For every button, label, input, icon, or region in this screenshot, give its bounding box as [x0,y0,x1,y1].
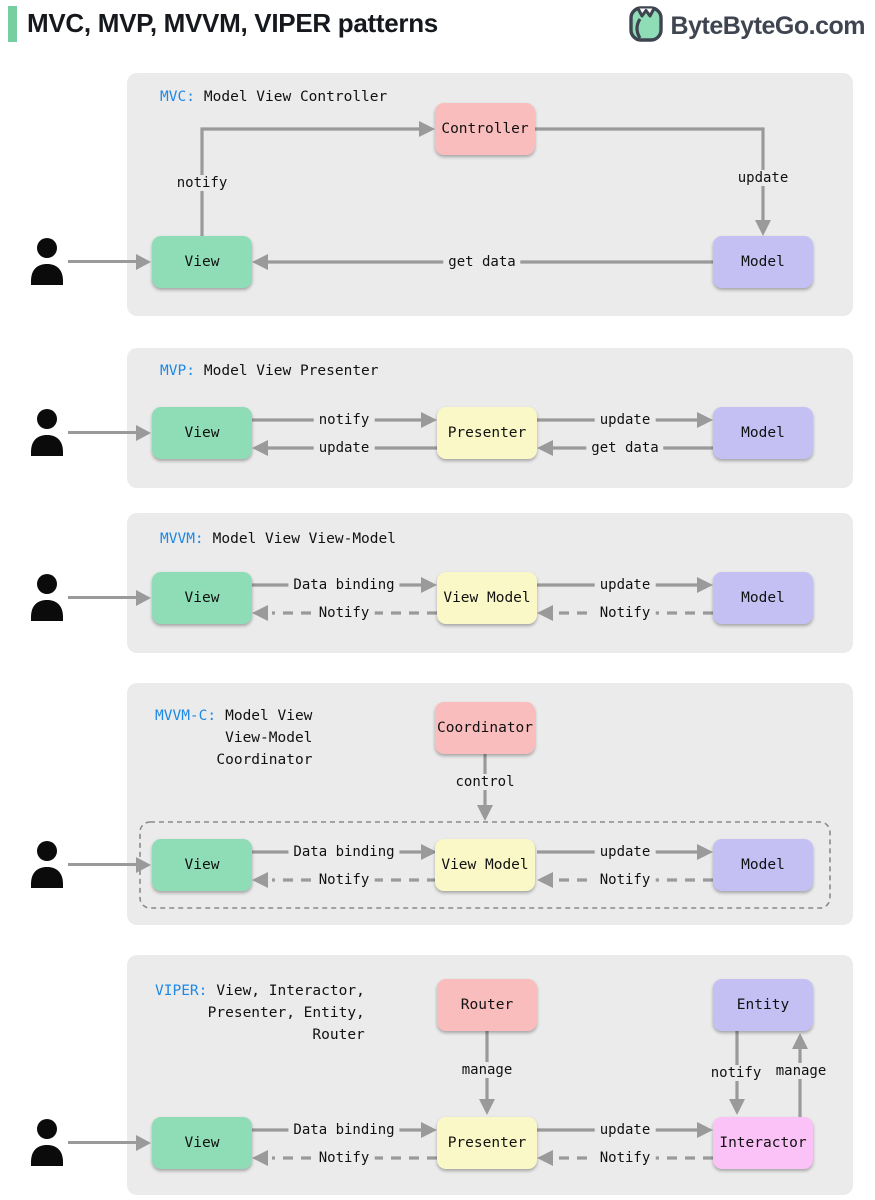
label-update: update [594,1122,656,1138]
label-notify: Notify [594,1150,656,1166]
section-title-mvc: MVC: Model View Controller [160,89,387,105]
user-arrow-line [68,431,136,435]
label-notify: Notify [594,872,656,888]
label-manage: manage [770,1063,832,1079]
user-arrow-head [136,425,151,441]
panel-mvvm: MVVM: Model View View-Model View View Mo… [127,513,853,653]
pattern-name-line2: View-Model [225,730,313,746]
label-get-data: get data [586,440,664,456]
pattern-name: Model View View-Model [212,531,396,547]
user-icon [28,237,66,287]
box-entity: Entity [713,979,813,1031]
user-arrow-line [68,863,136,867]
pattern-name-line3: Coordinator [216,752,313,768]
box-interactor: Interactor [713,1117,813,1169]
label-manage: manage [456,1062,518,1078]
label-notify: notify [171,175,233,191]
user-arrow-head [136,1135,151,1151]
pattern-abbr: VIPER: [155,983,208,999]
user-icon [28,408,66,458]
box-view-model: View Model [435,839,535,891]
label-notify: notify [705,1065,767,1081]
user-icon [28,840,66,890]
label-update: update [594,412,656,428]
panel-mvvmc: MVVM-C: Model View View-Model Coordinato… [127,683,853,925]
user-arrow-head [136,857,151,873]
pattern-name-line3: Router [312,1027,365,1043]
label-data-binding: Data binding [288,1122,400,1138]
label-notify: Notify [313,872,375,888]
box-view: View [152,407,252,459]
pattern-name-line1: View, Interactor, [216,983,365,999]
label-get-data: get data [443,254,521,270]
box-view: View [152,236,252,288]
label-data-binding: Data binding [288,577,400,593]
user-arrow-line [68,1141,136,1145]
pattern-abbr: MVP: [160,363,195,379]
label-control: control [450,774,520,790]
brand: ByteByteGo.com [628,5,866,47]
box-view: View [152,572,252,624]
label-notify: Notify [594,605,656,621]
label-notify: notify [313,412,375,428]
section-title-mvvm: MVVM: Model View View-Model [160,531,396,547]
brand-name: ByteByteGo.com [670,11,866,40]
label-update: update [732,170,794,186]
section-title-mvp: MVP: Model View Presenter [160,363,379,379]
page-title: MVC, MVP, MVVM, VIPER patterns [27,8,438,38]
user-icon [28,1118,66,1168]
title-accent-bar [8,6,17,42]
pattern-name-line1: Model View [225,708,313,724]
label-update: update [594,844,656,860]
box-router: Router [437,979,537,1031]
section-title-viper: VIPER: View, Interactor, Presenter, Enti… [155,980,365,1046]
label-notify: Notify [313,1150,375,1166]
box-model: Model [713,572,813,624]
user-arrow-line [68,260,136,264]
label-update: update [594,577,656,593]
box-presenter: Presenter [437,407,537,459]
pattern-name: Model View Controller [203,89,388,105]
box-model: Model [713,839,813,891]
bytebytego-logo-icon [628,5,664,47]
box-controller: Controller [435,103,535,155]
panel-mvp: MVP: Model View Presenter View Presenter… [127,348,853,488]
section-title-mvvmc: MVVM-C: Model View View-Model Coordinato… [155,705,312,771]
box-presenter: Presenter [437,1117,537,1169]
box-coordinator: Coordinator [435,702,535,754]
box-view: View [152,1117,252,1169]
box-model: Model [713,236,813,288]
user-arrow-head [136,590,151,606]
panel-mvc: MVC: Model View Controller Controller Vi… [127,73,853,316]
label-update: update [313,440,375,456]
pattern-abbr: MVVM: [160,531,204,547]
user-icon [28,573,66,623]
user-arrow-head [136,254,151,270]
label-notify: Notify [313,605,375,621]
box-view: View [152,839,252,891]
pattern-name: Model View Presenter [203,363,379,379]
pattern-name-line2: Presenter, Entity, [207,1005,365,1021]
label-data-binding: Data binding [288,844,400,860]
panel-viper: VIPER: View, Interactor, Presenter, Enti… [127,955,853,1195]
box-view-model: View Model [437,572,537,624]
box-model: Model [713,407,813,459]
user-arrow-line [68,596,136,600]
pattern-abbr: MVC: [160,89,195,105]
pattern-abbr: MVVM-C: [155,708,217,724]
